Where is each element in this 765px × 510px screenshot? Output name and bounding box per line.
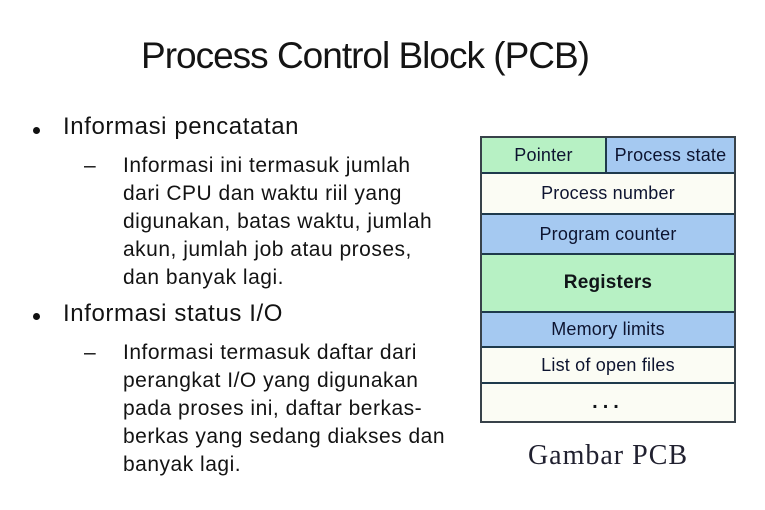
pcb-cell-ellipsis: ... [482,384,734,421]
figure-caption: Gambar PCB [527,440,689,471]
bullet-dot [33,313,40,320]
sub-bullet-dash: – [84,341,96,364]
pcb-cell-process-state: Process state [607,138,734,172]
bullet-dot [33,127,40,134]
pcb-diagram: Pointer Process state Process number Pro… [480,136,736,423]
bullet-1-detail: Informasi ini termasuk jumlah dari CPU d… [123,154,433,289]
pcb-row-top: Pointer Process state [482,138,734,174]
slide-title: Process Control Block (PCB) [141,35,590,76]
pcb-cell-program-counter: Program counter [482,215,734,255]
bullet-1-label: Informasi pencatatan [63,113,300,140]
bullet-2-detail: Informasi termasuk daftar dari perangkat… [123,341,446,476]
bullet-2-label: Informasi status I/O [63,300,284,327]
pcb-cell-registers: Registers [482,255,734,313]
pcb-cell-open-files: List of open files [482,348,734,384]
pcb-cell-process-number: Process number [482,174,734,215]
pcb-cell-pointer: Pointer [482,138,607,172]
pcb-cell-memory-limits: Memory limits [482,313,734,348]
sub-bullet-dash: – [84,154,96,177]
